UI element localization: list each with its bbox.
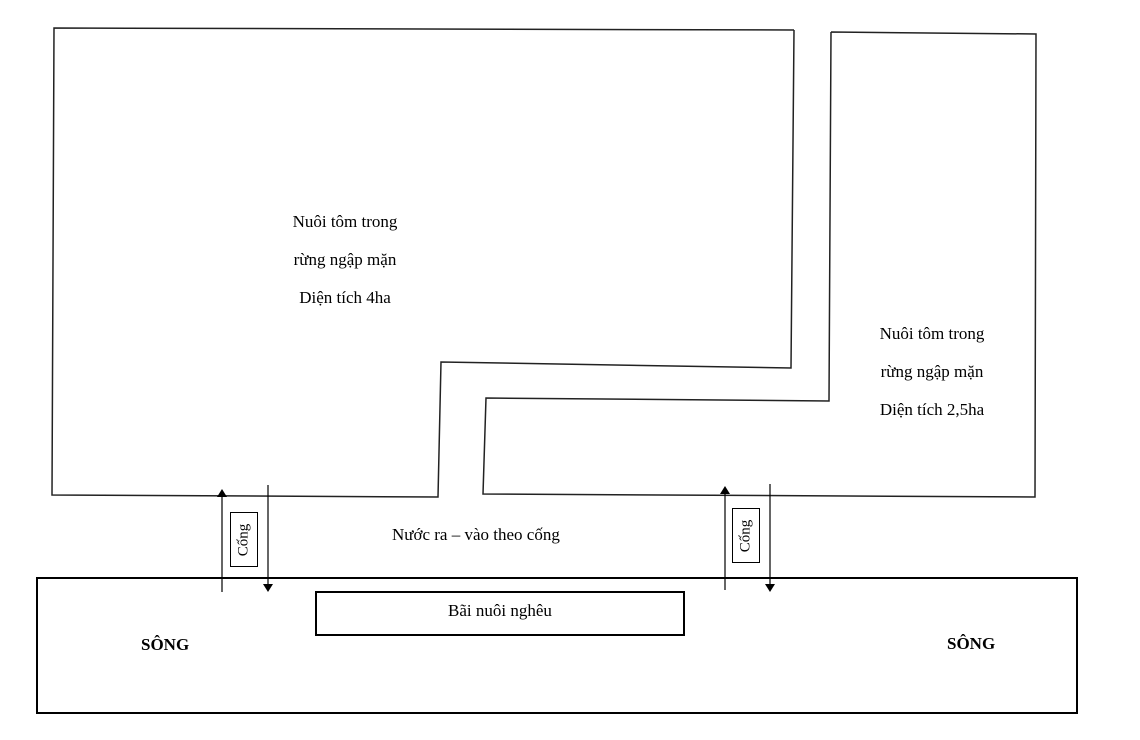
right-pond-line-2: rừng ngập mặn: [880, 362, 984, 381]
river-label-right: SÔNG: [947, 634, 996, 653]
gate-1: Cống: [230, 512, 258, 567]
river-label-left: SÔNG: [141, 635, 190, 654]
right-pond-outline: [482, 31, 1037, 498]
left-pond-line-1: Nuôi tôm trong: [292, 212, 398, 231]
right-pond-area: Diện tích 2,5ha: [879, 400, 985, 419]
right-pond-line-1: Nuôi tôm trong: [879, 324, 985, 343]
channel-label: Nước ra – vào theo cống: [392, 525, 560, 544]
left-pond-outline: [51, 27, 795, 498]
gate-2-label: Cống: [737, 519, 754, 552]
left-pond-label: Nuôi tôm trong rừng ngập mặn Diện tích 4…: [250, 212, 440, 326]
left-pond-area: Diện tích 4ha: [299, 288, 391, 307]
river-area: [36, 577, 1078, 714]
clam-bed-label: Bãi nuôi nghêu: [448, 601, 552, 620]
right-pond-label: Nuôi tôm trong rừng ngập mặn Diện tích 2…: [837, 324, 1027, 438]
gate-2: Cống: [732, 508, 760, 563]
clam-bed: Bãi nuôi nghêu: [315, 591, 685, 636]
left-pond-line-2: rừng ngập mặn: [293, 250, 397, 269]
gate-1-label: Cống: [235, 523, 252, 556]
